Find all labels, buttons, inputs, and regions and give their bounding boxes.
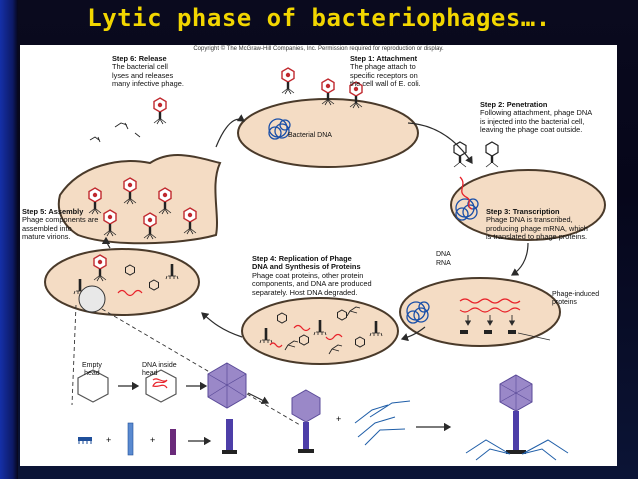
phage-free-step1 bbox=[281, 67, 295, 95]
zoom-dashed-left bbox=[71, 304, 77, 406]
capsid-purple bbox=[207, 362, 247, 409]
label-dna-inside-head: DNA inside head bbox=[142, 362, 177, 378]
copyright-notice: Copyright © The McGraw-Hill Companies, I… bbox=[193, 46, 444, 52]
step6-release-text: Step 6: Release The bacterial cell lyses… bbox=[112, 54, 184, 89]
label-empty-head-line1: Empty bbox=[82, 362, 102, 369]
step3-transcription-text: Step 3: Transcription Phage DNA is trans… bbox=[486, 207, 588, 242]
step5-assembly-text: Step 5: Assembly Phage components are as… bbox=[22, 207, 99, 242]
slide-title: Lytic phase of bacteriophages…. bbox=[87, 4, 551, 32]
baseplate-part bbox=[78, 437, 92, 444]
label-phage-induced-proteins: Phage-induced proteins bbox=[552, 291, 599, 307]
head-with-tail-purple bbox=[291, 389, 321, 453]
plus-sign-2: + bbox=[150, 435, 155, 445]
label-dna-inside-line2: head bbox=[142, 370, 158, 377]
fragments-step6 bbox=[89, 122, 141, 143]
lytic-cycle-figure: Copyright © The McGraw-Hill Companies, I… bbox=[20, 45, 617, 466]
label-dna-inside-line1: DNA inside bbox=[142, 362, 177, 369]
assembling-virions-step5 bbox=[73, 254, 179, 297]
cell-step5 bbox=[44, 248, 200, 316]
tail-core-part bbox=[127, 422, 134, 456]
dna-coil-in-head bbox=[152, 378, 168, 389]
label-bacterial-dna: Bacterial DNA bbox=[288, 132, 332, 139]
label-phage-induced-line2: proteins bbox=[552, 299, 577, 306]
label-rna: RNA bbox=[436, 260, 451, 267]
lysed-cell-step6 bbox=[57, 154, 222, 245]
assembled-tail-part bbox=[222, 419, 237, 454]
label-phage-induced-line1: Phage-induced bbox=[552, 291, 600, 298]
host-dna-coil-step2 bbox=[455, 198, 479, 221]
injected-dna-step2 bbox=[459, 176, 473, 210]
host-dna-coil-step3 bbox=[406, 301, 430, 324]
step2-penetration-text: Step 2: Penetration Following attachment… bbox=[480, 100, 593, 135]
arrow-capsid-to-phage bbox=[247, 392, 270, 405]
phage-induced-proteins bbox=[460, 330, 516, 334]
plus-sign-1: + bbox=[106, 435, 111, 445]
empty-coat-step2b bbox=[485, 141, 499, 168]
step1-attachment-text: Step 1: Attachment The phage attach to s… bbox=[350, 54, 421, 89]
phage-dna-strand bbox=[459, 298, 521, 304]
cycle-arrows bbox=[101, 114, 529, 342]
lytic-cycle-diagram: + + + bbox=[44, 67, 606, 461]
cell-step3 bbox=[399, 277, 561, 347]
phage-rna-strand bbox=[459, 307, 521, 313]
zoom-dashed-right bbox=[101, 308, 301, 426]
phage-proteins-pointer bbox=[517, 332, 551, 341]
empty-head-hexagon bbox=[77, 369, 109, 403]
zoom-circle-step5 bbox=[78, 285, 106, 313]
label-empty-head: Empty head bbox=[82, 362, 102, 378]
slide-accent-band bbox=[0, 0, 18, 479]
phage-components-step4 bbox=[259, 306, 383, 355]
empty-coat-step2a bbox=[453, 141, 467, 168]
label-empty-head-line2: head bbox=[84, 370, 100, 377]
transcription-arrows bbox=[464, 315, 516, 326]
complete-phage-purple bbox=[465, 374, 569, 461]
cell-step2 bbox=[450, 169, 606, 241]
step4-replication-text: Step 4: Replication of Phage DNA and Syn… bbox=[252, 254, 372, 297]
label-dna: DNA bbox=[436, 251, 451, 258]
host-dna-coil-step1 bbox=[268, 118, 291, 140]
plus-sign-bottom: + bbox=[336, 414, 341, 424]
tail-sheath-part bbox=[170, 429, 176, 455]
loose-tail-fibers bbox=[354, 400, 411, 446]
